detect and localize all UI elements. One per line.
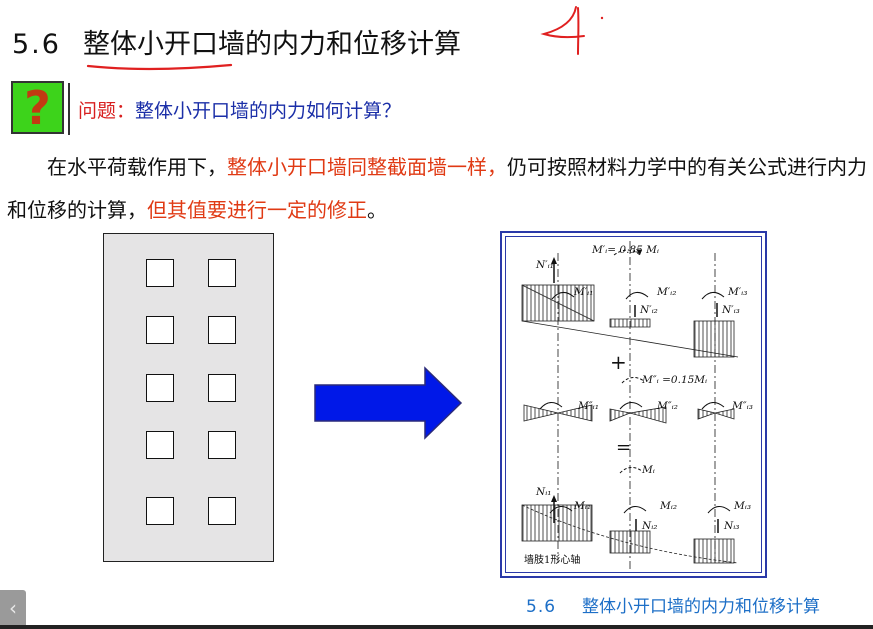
- label-m1-dprime: M″ᵢ₁: [577, 400, 599, 412]
- window-opening: [146, 316, 174, 344]
- label-m3-prime: M′ᵢ₃: [727, 286, 747, 298]
- label-m3-dprime: M″ᵢ₃: [731, 400, 753, 412]
- label-n1: Nᵢ₁: [535, 486, 552, 498]
- right-arrow-icon: [314, 366, 463, 440]
- label-m3: Mᵢ₃: [733, 500, 751, 512]
- plus-sign: +: [610, 350, 627, 374]
- para-highlight1: 整体小开口墙同整截面墙一样，: [227, 155, 507, 179]
- footer-number: 5.6: [526, 597, 557, 617]
- window-opening: [146, 259, 174, 287]
- window-opening: [208, 497, 236, 525]
- window-opening: [146, 431, 174, 459]
- bottom-moment-label: Mᵢ: [641, 464, 655, 476]
- handwritten-mark: 4: [540, 4, 604, 55]
- label-n2-prime: N′ᵢ₂: [639, 304, 658, 316]
- label-n3: Nᵢ₃: [723, 520, 740, 532]
- footer-section-title: 5.6 整体小开口墙的内力和位移计算: [526, 592, 820, 617]
- label-m1-prime: M′ᵢ₁: [573, 286, 593, 298]
- question-label: 问题：: [78, 100, 136, 122]
- section-number: 5.6: [12, 29, 61, 60]
- divider: [68, 83, 70, 135]
- handwritten-underline: [86, 63, 233, 70]
- label-n1-prime: N′ᵢ₁: [535, 259, 554, 271]
- window-opening: [208, 374, 236, 402]
- para-part1: 在水平荷载作用下，: [47, 155, 227, 179]
- para-part2: 仍可按照材料力学中的有关公式进行内力和位移的计算，: [7, 155, 867, 222]
- label-m2-prime: M′ᵢ₂: [656, 286, 676, 298]
- internal-force-diagram: M′ᵢ= 0.85 Mᵢ N′ᵢ₁ M′ᵢ₁ M′ᵢ₂ N′ᵢ₂ M′ᵢ₃ N′…: [500, 231, 767, 578]
- window-opening: [208, 431, 236, 459]
- para-highlight2: 但其值要进行一定的修正: [147, 198, 367, 222]
- question-line: 问题：整体小开口墙的内力如何计算？: [78, 96, 401, 123]
- para-part3: 。: [367, 198, 387, 222]
- label-m2-dprime: M″ᵢ₂: [656, 400, 678, 412]
- window-opening: [146, 374, 174, 402]
- equals-sign: =: [616, 437, 631, 458]
- wall-elevation-figure: [103, 233, 274, 562]
- label-m1: Mᵢ₁: [573, 500, 591, 512]
- window-opening: [208, 316, 236, 344]
- bottom-rule: [0, 625, 873, 629]
- previous-slide-button[interactable]: ‹: [0, 590, 26, 626]
- question-text: 整体小开口墙的内力如何计算？: [135, 100, 402, 122]
- window-opening: [208, 259, 236, 287]
- page-title: 5.6 整体小开口墙的内力和位移计算: [12, 22, 461, 61]
- chevron-left-icon: ‹: [9, 596, 17, 620]
- label-n2: Nᵢ₂: [641, 520, 658, 532]
- svg-text:4: 4: [540, 4, 541, 5]
- question-mark-icon: ?: [11, 81, 64, 134]
- window-opening: [146, 497, 174, 525]
- body-paragraph: 在水平荷载作用下，整体小开口墙同整截面墙一样，仍可按照材料力学中的有关公式进行内…: [7, 146, 867, 232]
- footer-title: 整体小开口墙的内力和位移计算: [582, 597, 821, 617]
- section-title: 整体小开口墙的内力和位移计算: [82, 29, 461, 60]
- label-n3-prime: N′ᵢ₃: [721, 304, 740, 316]
- axis-caption: 墙肢1形心轴: [524, 553, 580, 566]
- mid-moment-label: M″ᵢ =0.15Mᵢ: [641, 374, 707, 386]
- label-m2: Mᵢ₂: [659, 500, 677, 512]
